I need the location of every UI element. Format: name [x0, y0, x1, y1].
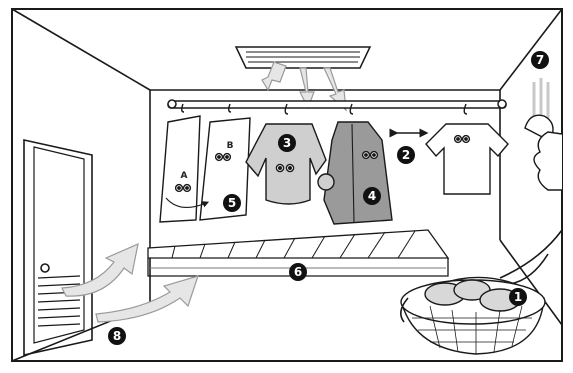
- badge-2: 2: [397, 146, 415, 164]
- svg-text:8: 8: [113, 329, 121, 343]
- ceiling-vent-icon: [236, 47, 370, 68]
- label-b: B: [227, 141, 234, 151]
- t-shirt: [426, 104, 508, 194]
- svg-text:1: 1: [514, 290, 522, 304]
- svg-text:3: 3: [283, 136, 291, 150]
- svg-text:4: 4: [368, 189, 376, 203]
- clothes-rod: [168, 100, 506, 108]
- badge-3: 3: [278, 134, 296, 152]
- badge-7: 7: [531, 51, 549, 69]
- ceiling-right-edge: [500, 9, 562, 90]
- badge-5: 5: [223, 194, 241, 212]
- badge-4: 4: [363, 187, 381, 205]
- badge-1: 1: [509, 288, 527, 306]
- svg-text:6: 6: [294, 265, 302, 279]
- badge-6: 6: [289, 263, 307, 281]
- sweater: [246, 104, 326, 204]
- svg-text:7: 7: [536, 53, 544, 67]
- coat: [318, 104, 392, 224]
- room-door-icon: [24, 140, 92, 355]
- badge-8: 8: [108, 327, 126, 345]
- airflow-arrow-icon: [62, 244, 138, 296]
- svg-text:5: 5: [228, 196, 236, 210]
- label-a: A: [181, 171, 188, 181]
- ball-icon: [318, 174, 334, 190]
- garment-a: [160, 104, 200, 222]
- ceiling-left-edge: [12, 9, 150, 90]
- svg-text:2: 2: [402, 148, 410, 162]
- hand-icon: [525, 78, 562, 190]
